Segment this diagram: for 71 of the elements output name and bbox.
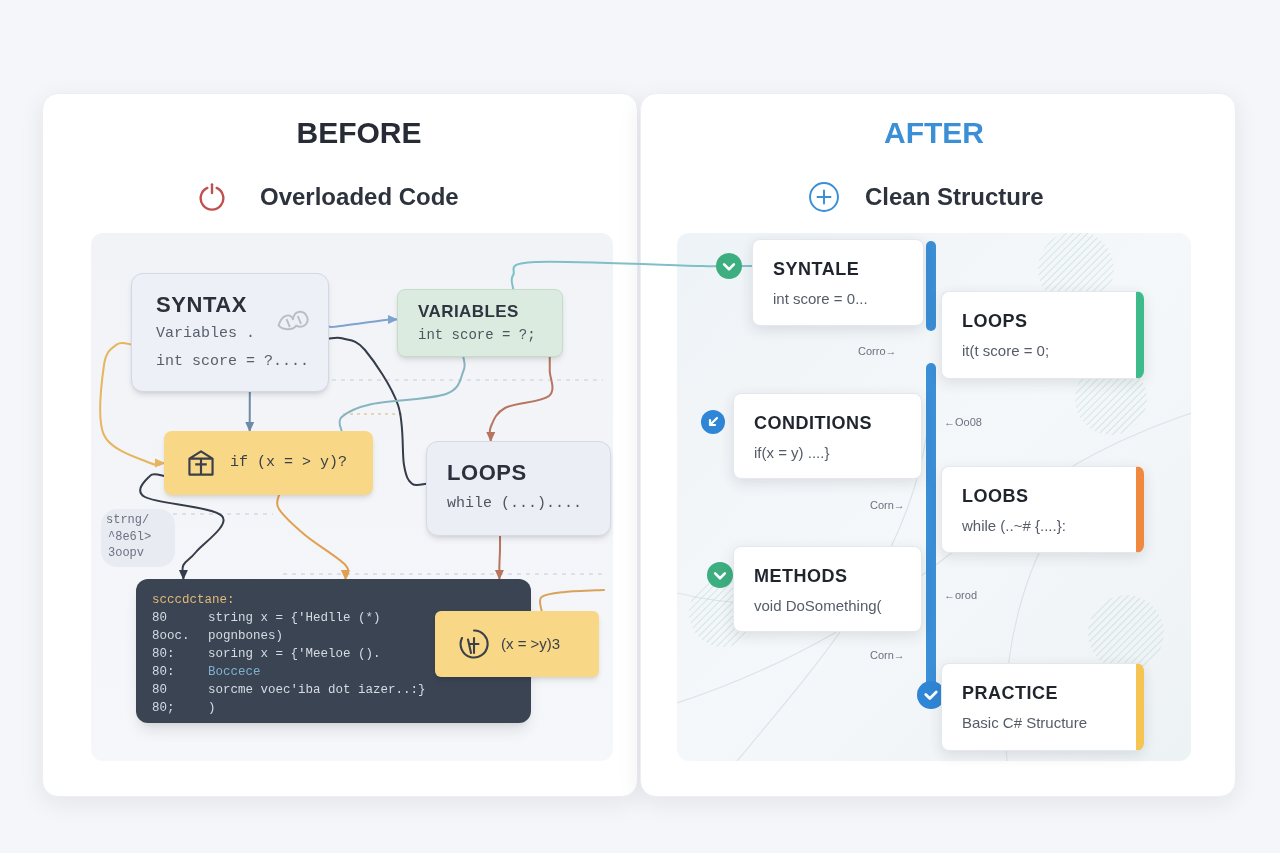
step-card — [941, 291, 1144, 379]
code-text: void DoSomething( — [754, 596, 882, 616]
arrow — [494, 535, 504, 580]
note-text: strng/ — [106, 513, 150, 527]
card-title: VARIABLES — [418, 301, 519, 323]
line-number: 80: — [152, 646, 175, 663]
code-text: int score = ?; — [418, 326, 536, 345]
arrow — [328, 314, 398, 329]
connector-line — [328, 336, 427, 487]
line-number: 80: — [152, 664, 175, 681]
line-number: 80 — [152, 682, 167, 699]
connector-line — [538, 589, 605, 612]
connector-line — [338, 356, 466, 432]
note-text: Corn→ — [870, 648, 905, 662]
card-title: SYNTAX — [156, 291, 247, 319]
code-text: int score = 0... — [773, 289, 868, 309]
step-card — [733, 393, 922, 479]
panel-subtitle: Overloaded Code — [260, 182, 459, 212]
step-card — [941, 466, 1144, 553]
step-card — [941, 663, 1144, 751]
step-card — [733, 546, 922, 632]
code-line: string x = {'Hedlle (*) — [208, 610, 381, 627]
card-title: METHODS — [754, 565, 848, 588]
code-line: ) — [208, 700, 216, 717]
card-title: SYNTALE — [773, 258, 860, 281]
panel-heading: AFTER — [884, 115, 984, 151]
line-number: 80; — [152, 700, 175, 717]
code-text: (x = >y)3 — [501, 633, 561, 654]
note-text: Corro→ — [858, 344, 897, 358]
line-number: 80 — [152, 610, 167, 627]
condition-card — [164, 431, 373, 495]
card-title: CONDITIONS — [754, 412, 872, 435]
concept-card — [397, 289, 563, 357]
code-line: scccdctane: — [152, 592, 235, 609]
code-line: sorcme voec'iba dot iazer..:} — [208, 682, 426, 699]
card-title: PRACTICE — [962, 682, 1058, 705]
code-text: Variables . — [156, 324, 256, 344]
code-text: while (...).... — [447, 494, 583, 514]
check-icon — [716, 253, 742, 279]
code-text: if(x = y) ....} — [754, 443, 830, 463]
arrow — [139, 473, 225, 580]
concept-card — [426, 441, 611, 536]
arrow — [99, 341, 165, 469]
arrow — [276, 494, 352, 580]
code-text: int score = ?.... — [156, 352, 310, 372]
note-text: ←Oo08 — [944, 415, 982, 429]
note-text: ←orod — [944, 588, 978, 602]
panel-subtitle: Clean Structure — [865, 182, 1044, 212]
code-text: if (x = > y)? — [230, 452, 348, 473]
arrow — [485, 356, 554, 442]
card-title: LOOBS — [962, 485, 1029, 508]
connector-line — [741, 264, 753, 267]
code-line: Boccece — [208, 664, 261, 681]
note-text: Corn→ — [870, 498, 905, 512]
code-line: pognbones) — [208, 628, 283, 645]
panel-heading: BEFORE — [296, 115, 422, 151]
line-number: 8ooc. — [152, 628, 190, 645]
card-title: LOOPS — [447, 459, 527, 487]
comparison-panel — [42, 93, 638, 797]
concept-card — [131, 273, 329, 392]
condition-card — [435, 611, 599, 677]
note-text: ^8e6l> — [108, 530, 152, 544]
arrow — [245, 391, 255, 432]
comparison-panel — [640, 93, 1236, 797]
note-text: 3oopv — [108, 546, 144, 560]
code-line: soring x = {'Meeloe (). — [208, 646, 381, 663]
code-text: it(t score = 0; — [962, 341, 1050, 361]
step-card — [752, 239, 924, 326]
code-text: Basic C# Structure — [962, 713, 1088, 733]
card-title: LOOPS — [962, 310, 1028, 333]
code-text: while (..~# {....}: — [962, 516, 1066, 536]
